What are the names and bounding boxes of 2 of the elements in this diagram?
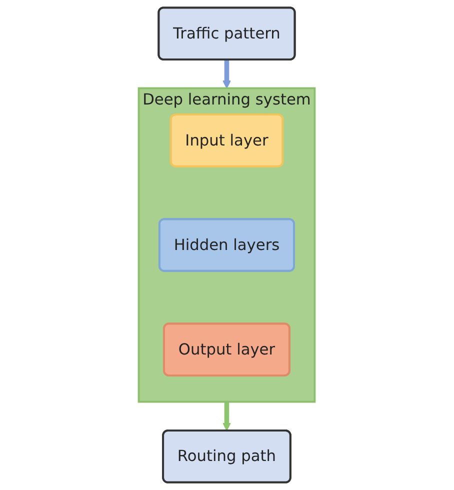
arrow [222, 402, 232, 431]
arrow [222, 59, 232, 89]
